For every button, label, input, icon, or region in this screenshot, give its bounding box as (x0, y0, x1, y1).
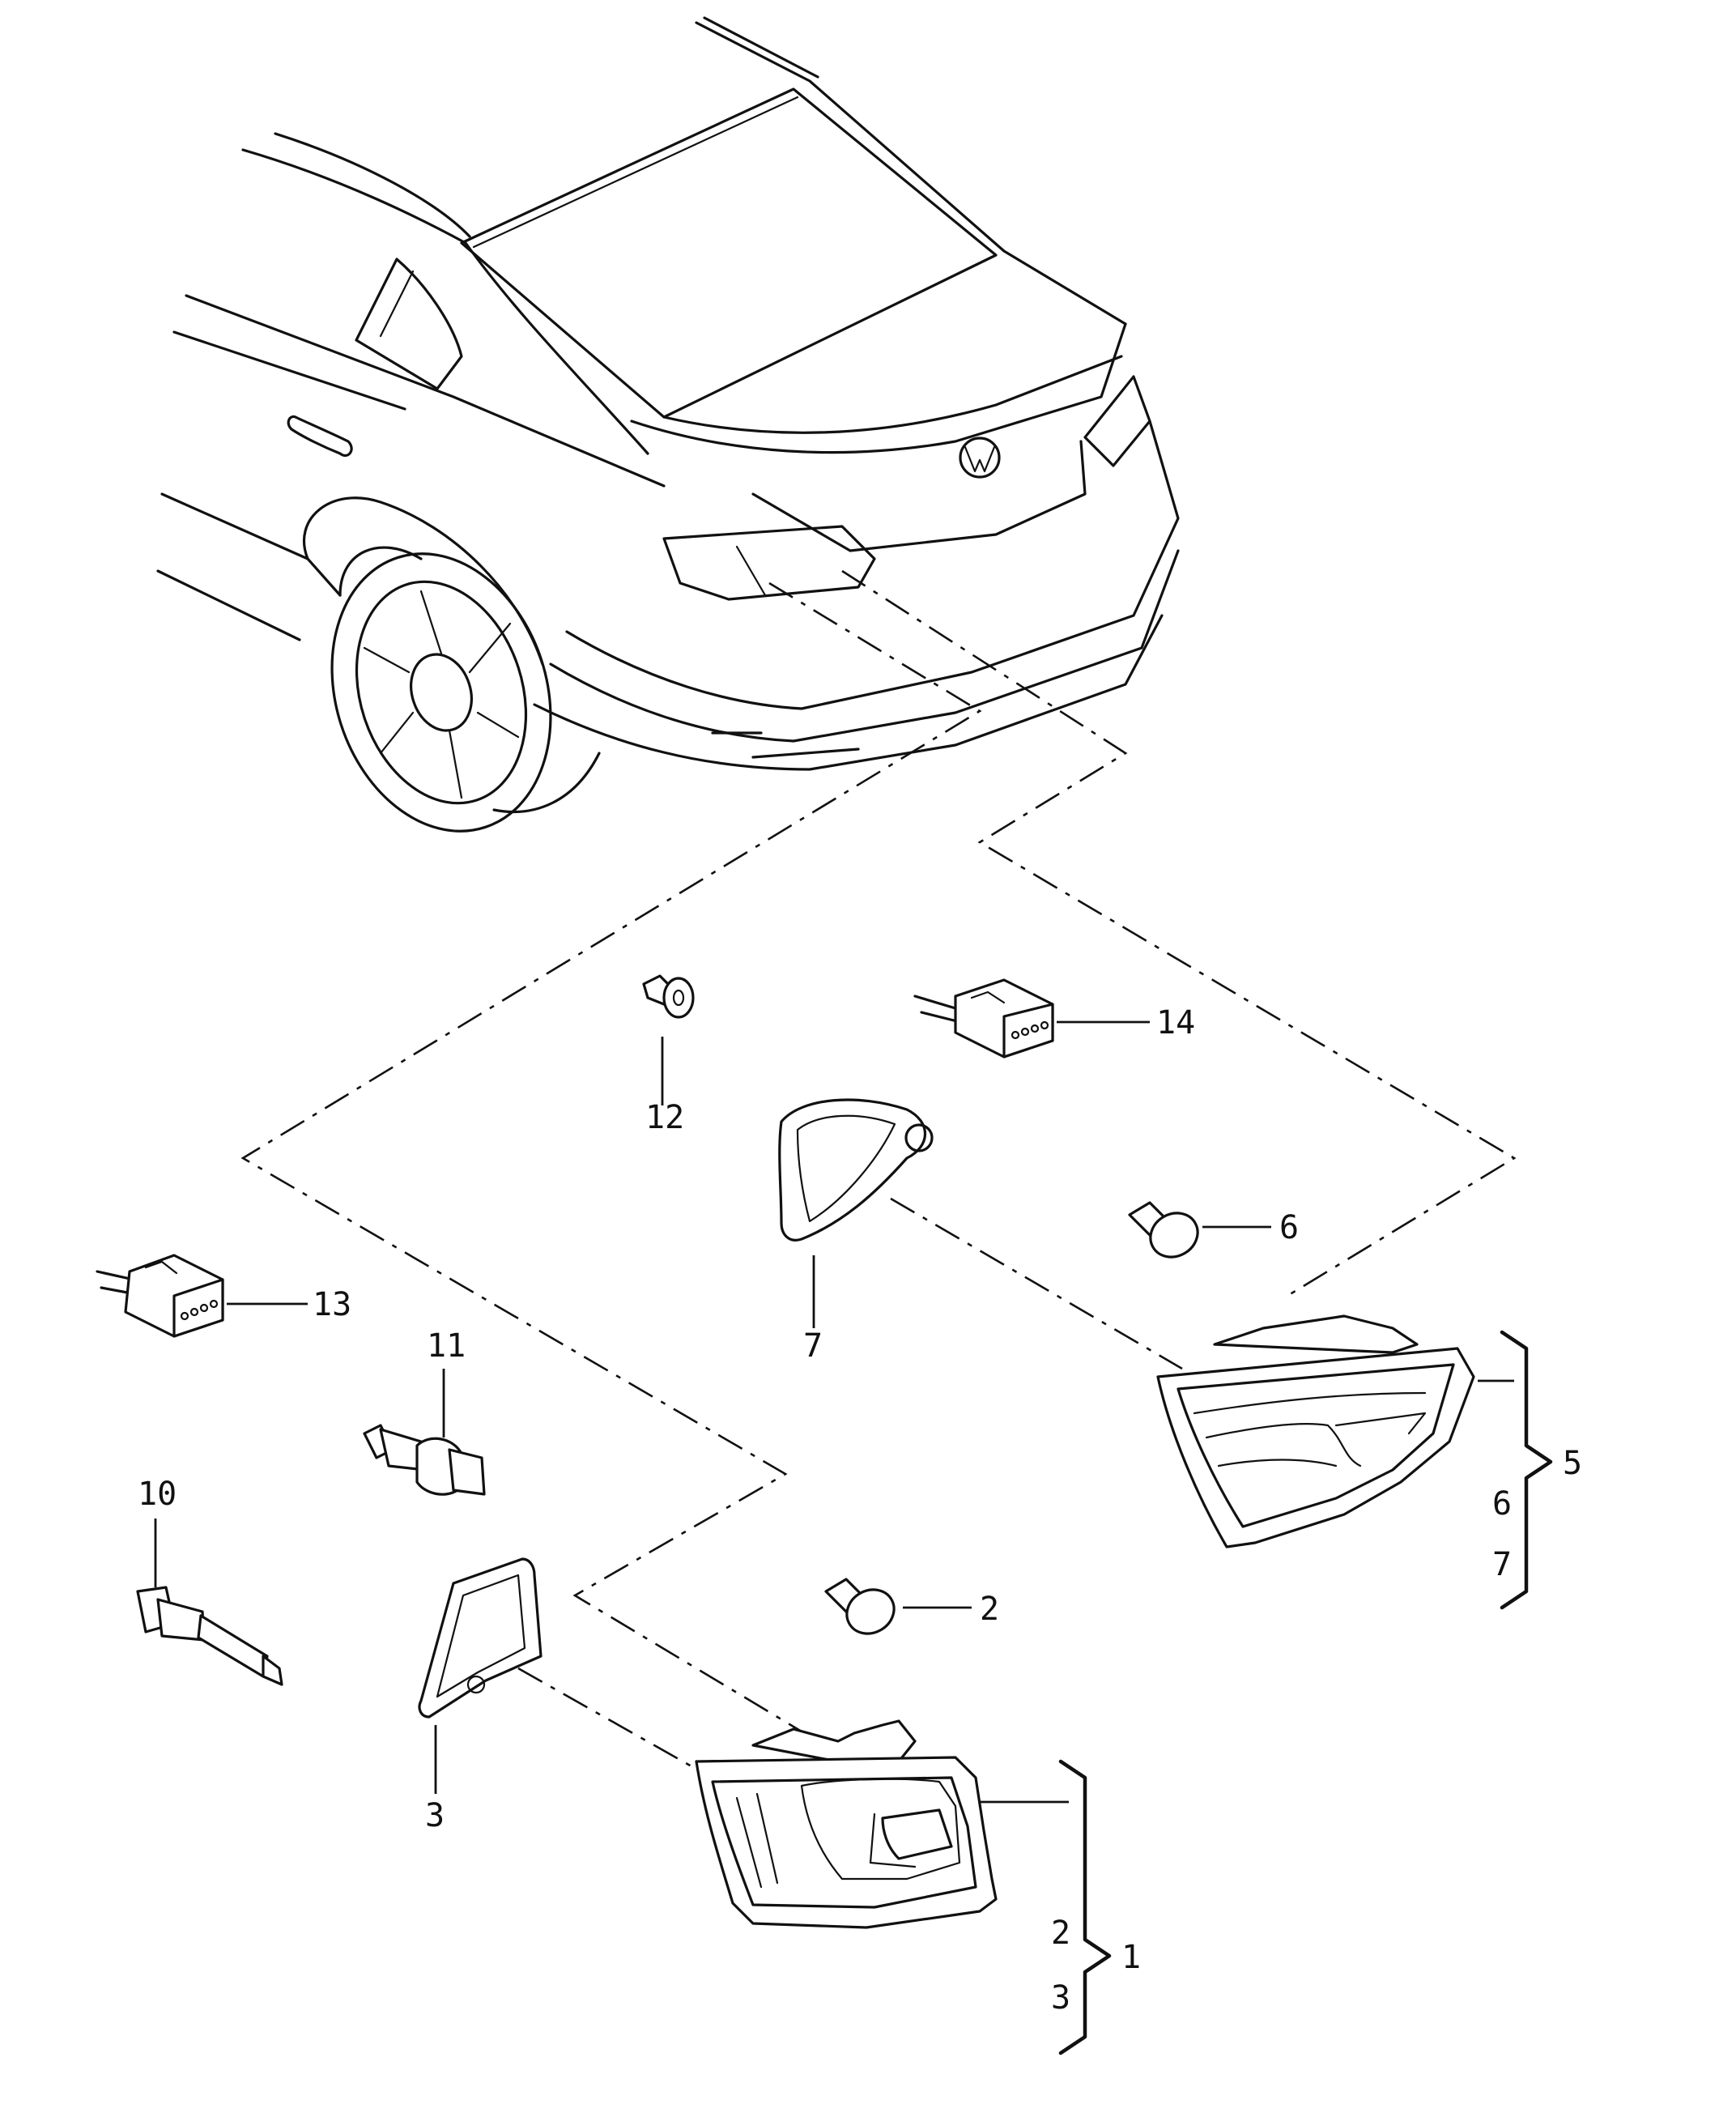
callout-2-bulb: 2 (980, 1591, 999, 1628)
rear-wheel (330, 552, 601, 833)
part-2-bulb (824, 1578, 972, 1635)
part-12-clip (642, 974, 695, 1105)
callout-1-group-main: 1 (1121, 1939, 1141, 1976)
part-11-holder (363, 1369, 486, 1496)
callout-labels: 12 14 7 6 13 11 10 3 2 5 6 7 1 2 3 (138, 1004, 1582, 2017)
brace-group-outer (1058, 1759, 1112, 2055)
callout-11: 11 (427, 1327, 466, 1365)
callout-6-group-sub: 6 (1492, 1485, 1512, 1523)
part-10-bulb-socket (136, 1519, 283, 1686)
callout-13: 13 (313, 1286, 351, 1323)
callout-7: 7 (803, 1327, 823, 1365)
part-14-connector (913, 978, 1150, 1058)
callout-2-group-sub: 2 (1051, 1915, 1070, 1952)
callout-7-group-sub: 7 (1492, 1546, 1512, 1583)
callout-3-group-sub: 3 (1051, 1979, 1070, 2017)
callout-3-under-gasket: 3 (425, 1797, 445, 1834)
callout-14: 14 (1156, 1004, 1195, 1041)
part-13-connector (96, 1254, 308, 1338)
callout-12: 12 (645, 1099, 684, 1136)
vw-badge-icon (959, 437, 1001, 479)
part-3-gasket (418, 1557, 542, 1794)
callout-10: 10 (138, 1476, 177, 1513)
callout-5-group-main: 5 (1563, 1445, 1582, 1482)
assembly-guide-lines (240, 569, 1517, 1775)
brace-group-inner (1500, 1330, 1553, 1610)
part-1-outer-tail-lamp (695, 1719, 1069, 1929)
part-7-gasket (778, 1098, 934, 1328)
part-6-bulb (1128, 1201, 1271, 1259)
part-5-inner-tail-lamp (1156, 1314, 1514, 1548)
car-rear-illustration (156, 16, 1180, 833)
callout-6: 6 (1279, 1209, 1299, 1246)
